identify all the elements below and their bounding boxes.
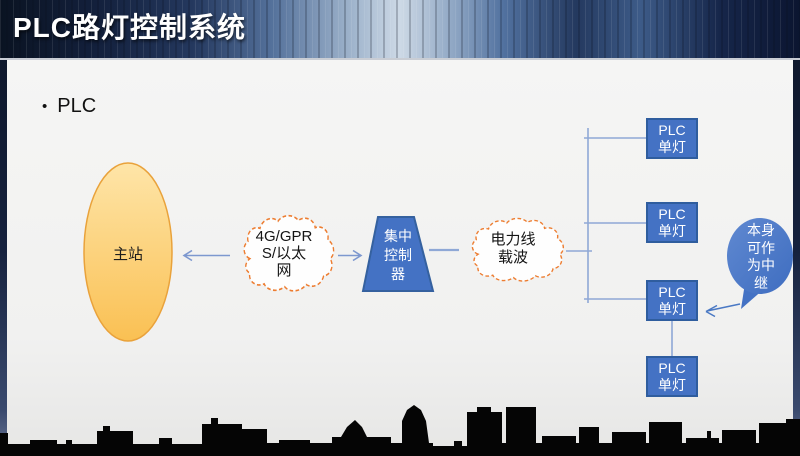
bullet-icon: • xyxy=(42,97,48,115)
callout-line2: 可作 xyxy=(747,239,775,256)
plc-lamp-box-1: PLC 单灯 xyxy=(646,118,698,159)
concentrator-label: 集中 控制 器 xyxy=(366,227,430,284)
concentrator-line3: 器 xyxy=(391,266,405,282)
wan-cloud-label: 4G/GPR S/以太 网 xyxy=(231,228,337,279)
wan-cloud-line2: S/以太 xyxy=(261,245,307,262)
lamp4-line2: 单灯 xyxy=(658,376,686,393)
plc-cloud-shape xyxy=(471,217,564,282)
wan-cloud-shape xyxy=(243,214,335,292)
concentrator-trapezoid xyxy=(361,216,435,292)
callout-line1: 本身 xyxy=(747,222,775,238)
wan-cloud-line3: 网 xyxy=(276,262,292,279)
lamp1-line1: PLC xyxy=(658,121,686,138)
lamp2-line1: PLC xyxy=(658,205,686,222)
lamp2-line2: 单灯 xyxy=(658,222,686,239)
callout-line4: 继 xyxy=(754,274,768,291)
plc-cloud-line2: 载波 xyxy=(497,248,528,266)
city-skyline xyxy=(0,405,800,456)
arrow-to-concentrator xyxy=(338,249,363,262)
concentrator-line1: 集中 xyxy=(384,228,412,244)
lamp3-line2: 单灯 xyxy=(658,300,686,317)
plc-cloud-line1: 电力线 xyxy=(490,231,536,248)
wan-cloud-line1: 4G/GPR xyxy=(255,228,313,245)
page-title: PLC路灯控制系统 xyxy=(13,12,247,43)
bullet-line: • PLC xyxy=(42,95,96,118)
callout-bubble xyxy=(727,218,793,294)
master-station-ellipse xyxy=(83,162,173,342)
plc-lamp-box-4: PLC 单灯 xyxy=(646,356,698,397)
slide-header: PLC路灯控制系统 xyxy=(0,0,800,60)
callout-line3: 为中 xyxy=(747,257,775,273)
master-station-text: 主站 xyxy=(112,246,143,263)
plc-lamp-box-2: PLC 单灯 xyxy=(646,202,698,243)
lamp1-line2: 单灯 xyxy=(658,138,686,155)
lamp3-line1: PLC xyxy=(658,283,686,300)
relay-callout-label: 本身 可作 为中 继 xyxy=(727,222,795,292)
concentrator-line2: 控制 xyxy=(384,247,412,263)
arrow-to-master xyxy=(182,249,230,262)
lamp4-line1: PLC xyxy=(658,359,686,376)
skyline-base xyxy=(0,448,800,456)
plc-lamp-box-3: PLC 单灯 xyxy=(646,280,698,321)
callout-arrow xyxy=(705,303,741,318)
plc-cloud-label: 电力线 载波 xyxy=(460,231,566,266)
master-station-label: 主站 xyxy=(86,243,170,264)
bullet-text: PLC xyxy=(57,95,97,117)
